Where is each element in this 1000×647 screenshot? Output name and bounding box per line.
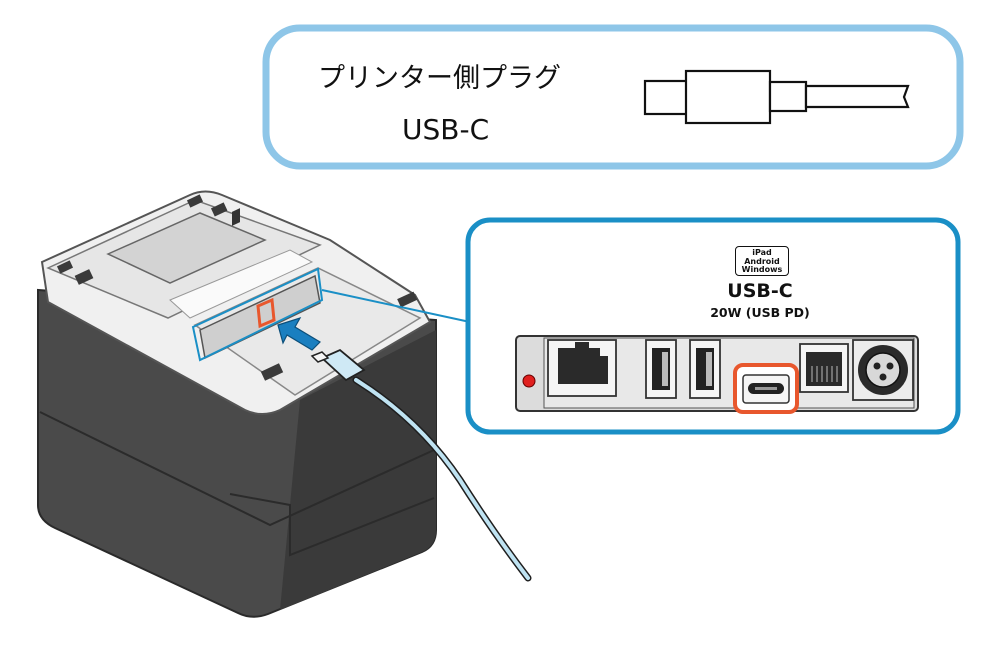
power-led <box>522 374 536 388</box>
os-badge-ipad: iPad <box>752 248 772 257</box>
insert-arrow-icon <box>277 316 321 351</box>
power-jack-icon <box>852 339 914 401</box>
usb-a-port-icon-2 <box>689 339 721 399</box>
port-spec-label: 20W (USB PD) <box>710 305 810 320</box>
detail-leader-line <box>321 289 471 323</box>
usb-c-cable <box>310 348 532 582</box>
ethernet-port-icon <box>547 339 617 397</box>
callout-subtitle: USB-C <box>402 113 490 146</box>
port-name-label: USB-C <box>727 280 793 302</box>
os-compatibility-badge: iPad Android Windows <box>735 246 789 276</box>
usb-c-plug-icon <box>643 69 910 125</box>
callout-title: プリンター側プラグ <box>318 63 561 94</box>
printer-illustration <box>37 190 437 618</box>
plug-callout-box <box>262 24 964 170</box>
os-badge-windows: Windows <box>741 265 783 274</box>
usb-c-port-icon <box>733 363 799 414</box>
rj11-port-icon <box>799 343 849 393</box>
os-badge-android: Android <box>744 256 780 266</box>
usb-a-port-icon <box>645 339 677 399</box>
